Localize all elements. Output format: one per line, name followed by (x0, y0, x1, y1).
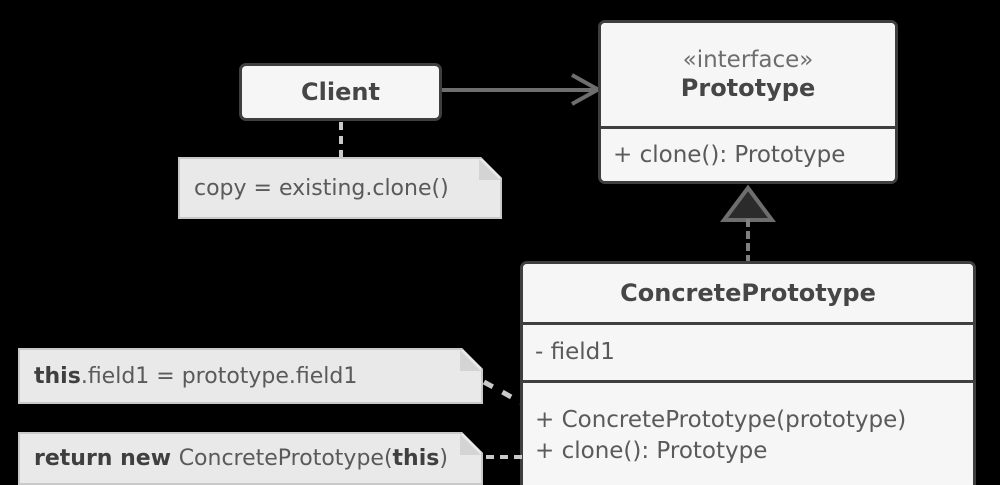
concreteprototype-header-compartment: ConcretePrototype (523, 264, 973, 322)
note-return-new-segment-2: this (392, 446, 440, 471)
prototype-header-compartment: «interface» Prototype (601, 23, 895, 126)
note-client-usage-text: copy = existing.clone() (180, 176, 449, 201)
prototype-operation-clone: + clone(): Prototype (613, 141, 846, 168)
note-anchor-line-client (339, 122, 343, 158)
class-box-client[interactable]: Client (239, 63, 442, 121)
client-class-name: Client (301, 77, 380, 106)
note-anchor-line-copy-field (482, 379, 526, 407)
concreteprototype-operations-compartment: + ConcretePrototype(prototype) + clone()… (523, 380, 973, 485)
note-anchor-line-return-new (486, 455, 522, 459)
note-copy-field-text: this.field1 = prototype.field1 (20, 364, 357, 389)
concreteprototype-attributes-compartment: - field1 (523, 322, 973, 380)
realization-dashed-stem (746, 219, 750, 263)
concreteprototype-class-name: ConcretePrototype (620, 278, 876, 307)
note-fold-corner-icon (479, 159, 500, 180)
concreteprototype-operation-clone: + clone(): Prototype (535, 437, 768, 464)
note-return-new-segment-3: ) (439, 446, 448, 471)
class-box-concreteprototype[interactable]: ConcretePrototype - field1 + ConcretePro… (520, 261, 976, 485)
prototype-class-name: Prototype (680, 73, 816, 102)
note-return-new-text: return new ConcretePrototype(this) (20, 446, 448, 471)
note-fold-corner-icon (460, 350, 481, 371)
note-return-new-segment-0: return new (34, 446, 179, 471)
note-copy-field[interactable]: this.field1 = prototype.field1 (18, 348, 483, 404)
note-copy-field-segment-1: .field1 = prototype.field1 (80, 363, 358, 389)
note-fold-corner-icon (460, 434, 481, 455)
association-line-client-prototype (442, 88, 598, 92)
class-box-prototype[interactable]: «interface» Prototype + clone(): Prototy… (598, 20, 898, 184)
note-client-usage[interactable]: copy = existing.clone() (178, 157, 502, 219)
concreteprototype-operation-constructor: + ConcretePrototype(prototype) (535, 407, 907, 434)
note-copy-field-segment-0: this (34, 363, 81, 389)
concreteprototype-attribute-field1: - field1 (535, 339, 615, 366)
note-client-usage-segment-0: copy = existing.clone() (194, 175, 449, 201)
note-return-new-segment-1: ConcretePrototype( (178, 446, 393, 471)
prototype-operations-compartment: + clone(): Prototype (601, 126, 895, 181)
note-return-new[interactable]: return new ConcretePrototype(this) (18, 432, 483, 485)
hollow-triangle-arrowhead-icon (720, 184, 776, 222)
client-header-compartment: Client (242, 66, 439, 118)
prototype-stereotype: «interface» (682, 46, 814, 73)
